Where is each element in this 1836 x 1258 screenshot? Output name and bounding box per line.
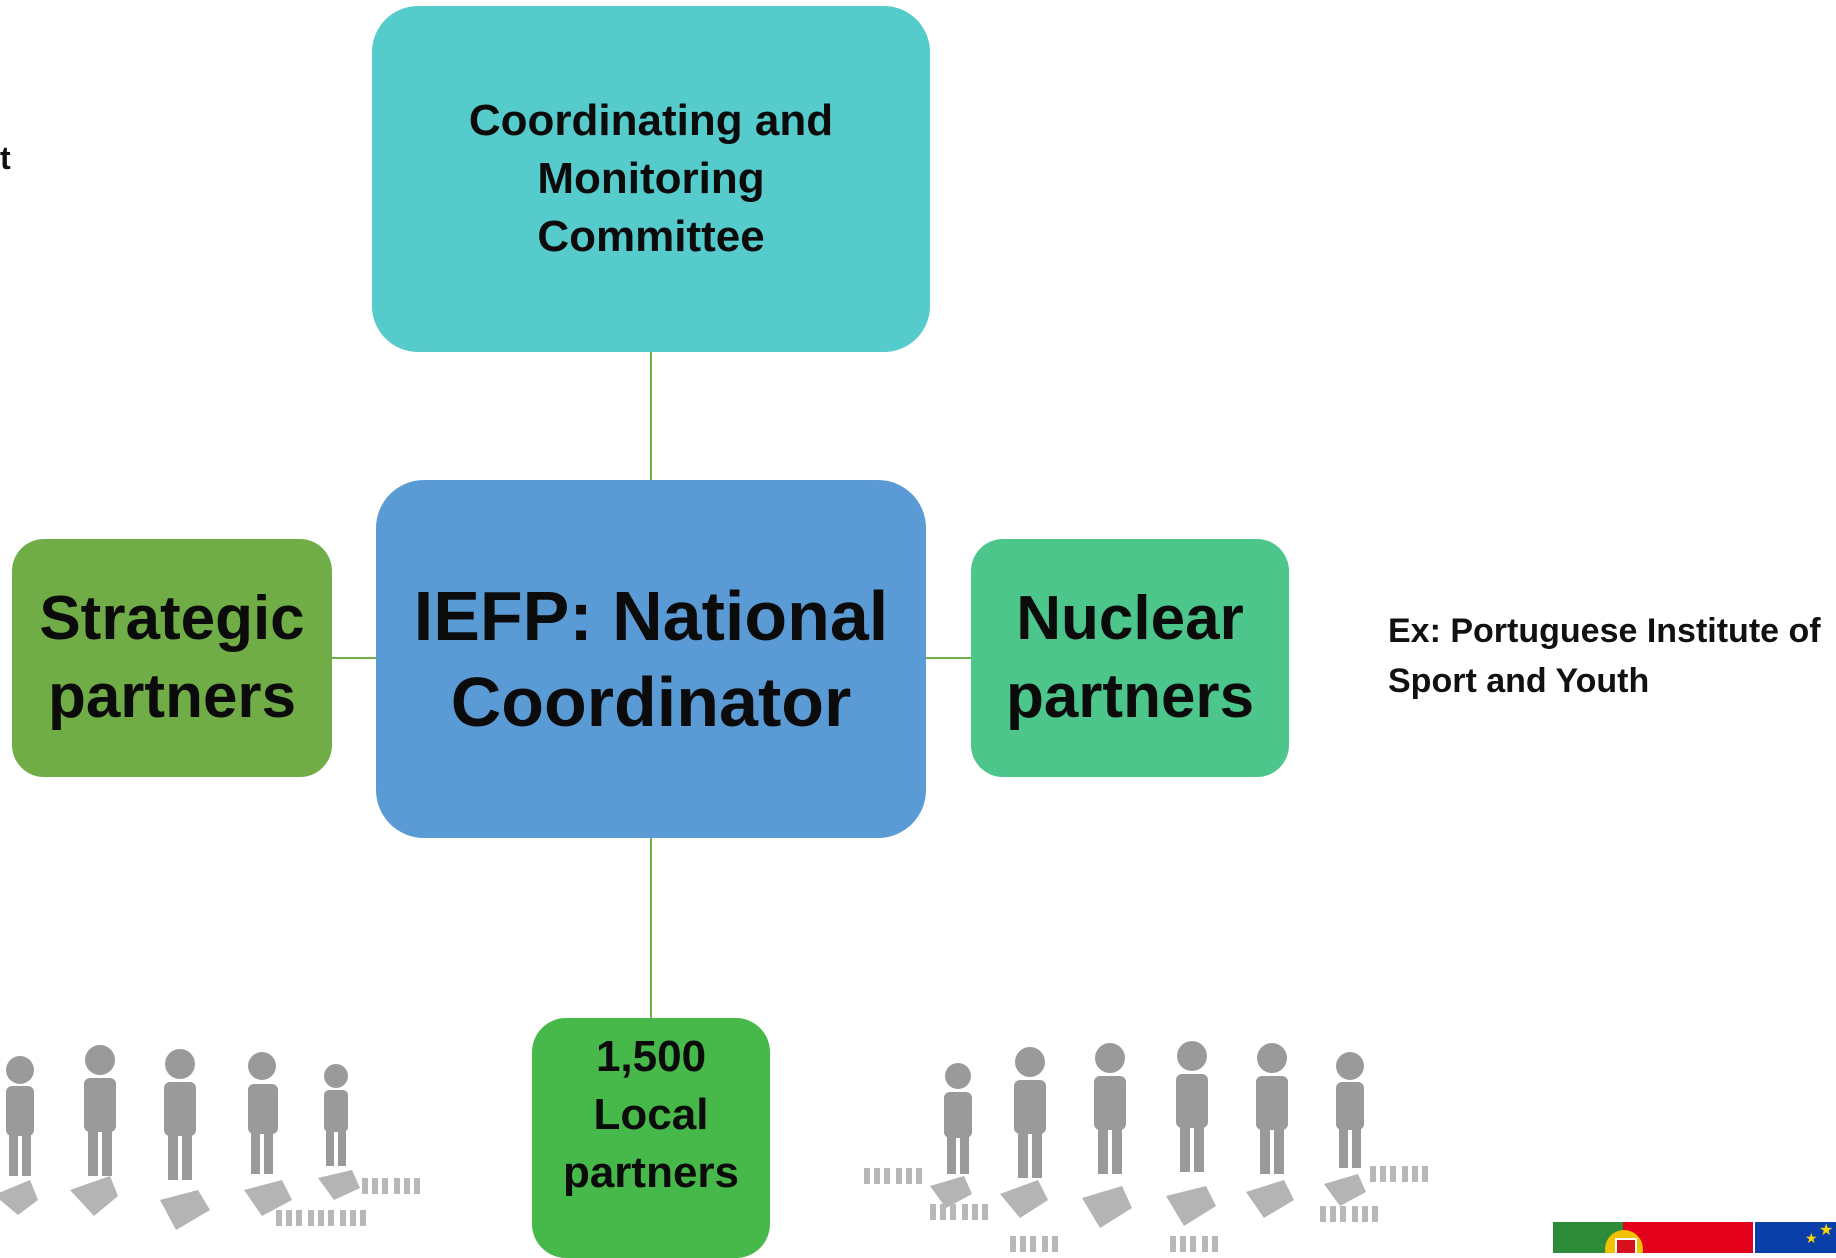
- national-coordinator-box: IEFP: National Coordinator: [376, 480, 926, 838]
- coordinating-committee-box: Coordinating and Monitoring Committee: [372, 6, 930, 352]
- nuclear-partners-label: Nuclear partners: [1005, 584, 1255, 731]
- local-partners-box: 1,500 Local partners: [532, 1018, 770, 1258]
- portugal-flag-icon: [1553, 1222, 1753, 1253]
- national-coordinator-label: IEFP: National Coordinator: [413, 577, 889, 741]
- cut-off-text-fragment: t: [0, 140, 11, 176]
- example-note: Ex: Portuguese Institute of Sport and Yo…: [1388, 612, 1821, 700]
- coordinating-committee-label: Coordinating and Monitoring Committee: [468, 96, 834, 261]
- strategic-partners-box: Strategic partners: [12, 539, 332, 777]
- people-arrows-icon-right: [864, 1041, 1428, 1252]
- strategic-partners-label: Strategic partners: [39, 584, 305, 731]
- nuclear-partners-box: Nuclear partners: [971, 539, 1289, 777]
- eu-flag-icon: ★ ★: [1755, 1222, 1836, 1253]
- people-arrows-icon-left: [0, 1045, 420, 1230]
- local-partners-label: 1,500 Local partners: [562, 1032, 740, 1197]
